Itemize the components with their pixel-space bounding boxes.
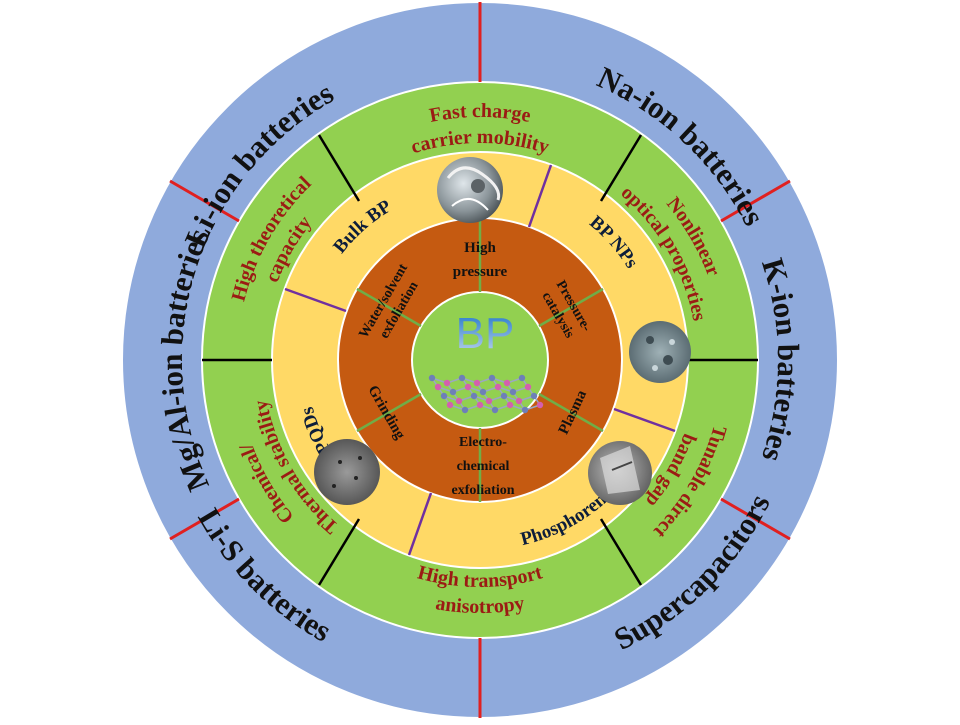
lattice-atom: [479, 388, 487, 396]
lattice-atom: [521, 406, 529, 414]
phosphorene-lattice-icon: [428, 374, 544, 414]
lattice-atom: [476, 401, 484, 409]
lattice-atom: [500, 392, 508, 400]
nanoparticle-micrograph-icon: [629, 321, 691, 383]
quantum-dot-micrograph-icon: [314, 439, 380, 505]
synthesis-high-pressure: High pressure: [453, 240, 508, 280]
center-label: BP: [456, 309, 515, 358]
lattice-atom: [509, 388, 517, 396]
lattice-atom: [464, 383, 472, 391]
lattice-atom: [458, 374, 466, 382]
lattice-atom: [485, 397, 493, 405]
lattice-atom: [470, 392, 478, 400]
svg-text:exfoliation: exfoliation: [452, 483, 515, 498]
lattice-atom: [518, 374, 526, 382]
lattice-atom: [473, 379, 481, 387]
svg-text:pressure: pressure: [453, 264, 508, 280]
lattice-atom: [530, 392, 538, 400]
svg-text:High: High: [464, 240, 496, 256]
lattice-atom: [449, 388, 457, 396]
lattice-atom: [524, 383, 532, 391]
lattice-atom: [443, 379, 451, 387]
svg-text:chemical: chemical: [457, 459, 510, 474]
properties-dividers: [202, 134, 758, 586]
sem-micrograph-icon: [437, 157, 503, 223]
lattice-atom: [434, 383, 442, 391]
lattice-atom: [461, 406, 469, 414]
svg-text:Electro-: Electro-: [459, 435, 507, 450]
property-transport-anisotropy: High transport anisotropy: [415, 561, 545, 618]
nanosheet-micrograph-icon: [588, 441, 652, 505]
lattice-atom: [503, 379, 511, 387]
synthesis-electrochemical-exfoliation: Electro- chemical exfoliation: [452, 435, 515, 498]
lattice-atom: [491, 406, 499, 414]
lattice-atom: [446, 401, 454, 409]
lattice-atom: [515, 397, 523, 405]
lattice-atom: [488, 374, 496, 382]
lattice-atom: [536, 401, 544, 409]
lattice-atom: [428, 374, 436, 382]
synthesis-dividers: [356, 218, 604, 502]
lattice-atom: [494, 383, 502, 391]
lattice-atom: [455, 397, 463, 405]
lattice-atom: [506, 401, 514, 409]
forms-dividers: [284, 164, 676, 556]
lattice-atom: [440, 392, 448, 400]
applications-dividers: [169, 2, 791, 718]
svg-text:anisotropy: anisotropy: [434, 592, 526, 618]
